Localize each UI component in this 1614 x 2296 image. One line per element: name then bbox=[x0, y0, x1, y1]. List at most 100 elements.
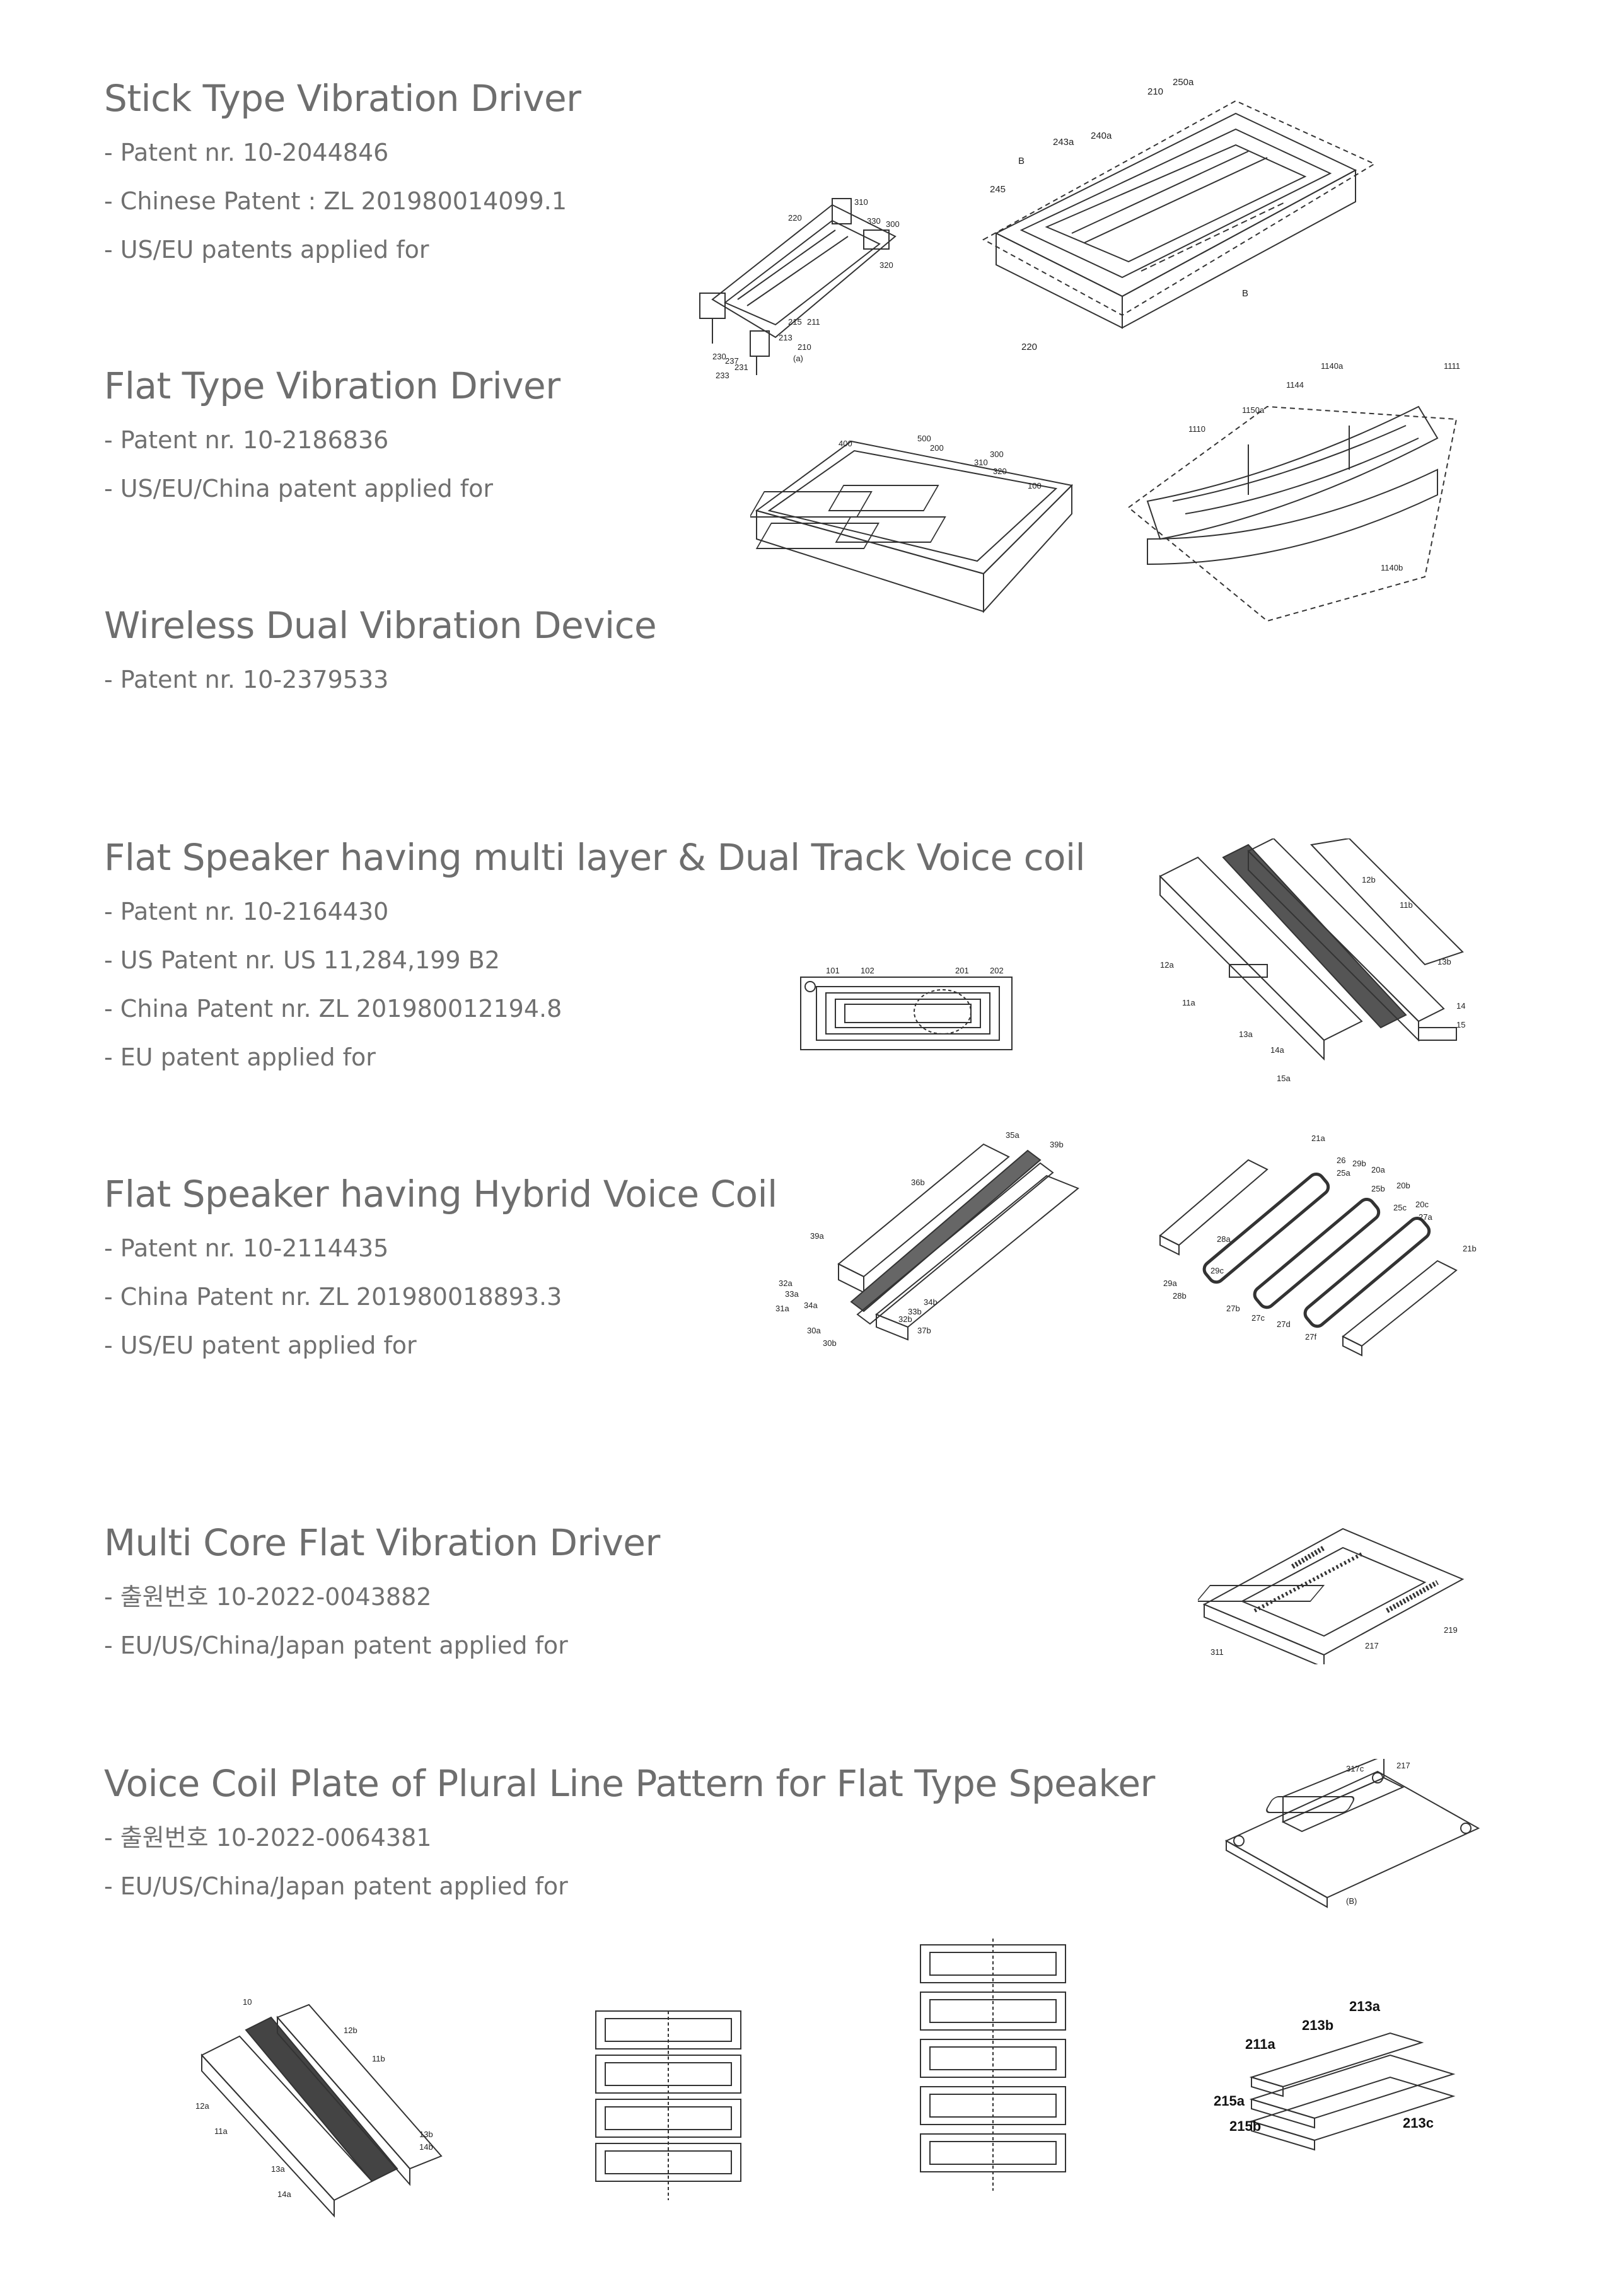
fig-label: 11a bbox=[1182, 998, 1195, 1007]
fig-label: 14a bbox=[1270, 1045, 1284, 1055]
patent-line: - US/EU patent applied for bbox=[104, 1331, 417, 1359]
patent-line: - US/EU patents applied for bbox=[104, 236, 429, 264]
flat-driver-box-figure: 400 500 200 300 310 320 100 bbox=[750, 429, 1078, 634]
fig-label: 31a bbox=[775, 1304, 789, 1313]
patent-line: - Patent nr. 10-2379533 bbox=[104, 666, 389, 693]
fig-label: 201 bbox=[955, 966, 969, 975]
fig-label: 317c bbox=[1346, 1764, 1364, 1773]
fig-label: 200 bbox=[930, 443, 944, 453]
bottom-coil-pattern-figure-2 bbox=[574, 1986, 763, 2206]
fig-label: 245 bbox=[990, 184, 1006, 195]
fig-label: 27f bbox=[1305, 1332, 1316, 1342]
fig-label: 25c bbox=[1393, 1203, 1407, 1212]
fig-label: 21b bbox=[1463, 1244, 1477, 1253]
fig-label: 12b bbox=[1362, 875, 1376, 884]
section-multilayer-speaker: Flat Speaker having multi layer & Dual T… bbox=[104, 836, 1086, 1082]
patent-line: - China Patent nr. ZL 201980012194.8 bbox=[104, 995, 562, 1023]
fig-label: 1111 bbox=[1444, 361, 1460, 371]
fig-label: 11b bbox=[1400, 900, 1413, 910]
fig-label: 202 bbox=[990, 966, 1004, 975]
section-title: Wireless Dual Vibration Device bbox=[104, 604, 657, 647]
section-stick-type: Stick Type Vibration Driver - Patent nr.… bbox=[104, 77, 581, 274]
fig-label: 13a bbox=[1239, 1029, 1253, 1039]
fig-label: 211a bbox=[1245, 2036, 1275, 2052]
section-title: Flat Speaker having Hybrid Voice Coil bbox=[104, 1173, 777, 1215]
fig-label: 32b bbox=[898, 1314, 912, 1324]
fig-label: 1144 bbox=[1286, 380, 1304, 390]
section-title: Multi Core Flat Vibration Driver bbox=[104, 1521, 660, 1564]
fig-label: 1150a bbox=[1242, 405, 1265, 415]
fig-label: 14b bbox=[419, 2142, 433, 2152]
patent-line: - US Patent nr. US 11,284,199 B2 bbox=[104, 946, 500, 974]
fig-label: 215a bbox=[1214, 2093, 1245, 2109]
fig-label: 39a bbox=[810, 1231, 824, 1241]
patent-line: - US/EU/China patent applied for bbox=[104, 475, 493, 502]
fig-label: 27a bbox=[1419, 1212, 1432, 1222]
fig-label: 1110 bbox=[1188, 424, 1205, 434]
patent-line: - Patent nr. 10-2164430 bbox=[104, 898, 389, 925]
fig-label: 11b bbox=[372, 2054, 385, 2063]
patent-line: - 출원번호 10-2022-0064381 bbox=[104, 1824, 432, 1852]
fig-label: 215 bbox=[788, 317, 802, 327]
fig-label: 34a bbox=[804, 1301, 818, 1310]
stick-driver-small-figure: 310 220 330 300 320 215 211 213 210 230 … bbox=[687, 186, 927, 400]
fig-label: 25b bbox=[1371, 1184, 1385, 1193]
fig-label: 32a bbox=[779, 1278, 792, 1288]
section-title: Flat Speaker having multi layer & Dual T… bbox=[104, 836, 1086, 879]
section-flat-type: Flat Type Vibration Driver - Patent nr. … bbox=[104, 364, 560, 513]
patent-line: - China Patent nr. ZL 201980018893.3 bbox=[104, 1283, 562, 1311]
fig-label: 39b bbox=[1050, 1140, 1064, 1149]
fig-label: 20a bbox=[1371, 1165, 1385, 1174]
fig-label: 237 bbox=[725, 356, 739, 366]
fig-label: 330 bbox=[867, 216, 881, 226]
fig-label: 233 bbox=[716, 371, 729, 380]
patent-line: - 출원번호 10-2022-0043882 bbox=[104, 1583, 432, 1611]
voice-coil-plate-figure: 317c 217 (B) bbox=[1220, 1759, 1485, 1910]
fig-label: 240a bbox=[1091, 130, 1112, 141]
section-voice-coil-plate: Voice Coil Plate of Plural Line Pattern … bbox=[104, 1762, 1155, 1911]
fig-label: 217 bbox=[1396, 1761, 1410, 1770]
fig-label: 213c bbox=[1403, 2115, 1434, 2131]
fig-label: 29b bbox=[1352, 1159, 1366, 1168]
patent-line: - EU/US/China/Japan patent applied for bbox=[104, 1872, 568, 1900]
section-wireless-dual: Wireless Dual Vibration Device - Patent … bbox=[104, 604, 657, 704]
fig-label: 14a bbox=[277, 2189, 291, 2199]
fig-label: 20b bbox=[1396, 1181, 1410, 1190]
fig-label: 29a bbox=[1163, 1278, 1177, 1288]
fig-label: 35a bbox=[1006, 1130, 1019, 1140]
fig-label: 101 bbox=[826, 966, 840, 975]
bottom-plate-stack-figure-4: 213a 211a 213b 215a 215b 213c bbox=[1214, 1995, 1485, 2203]
fig-label: 320 bbox=[993, 467, 1007, 476]
fig-label: 12b bbox=[344, 2026, 357, 2035]
fig-label: 320 bbox=[880, 260, 893, 270]
fig-label: 27c bbox=[1251, 1313, 1265, 1323]
fig-label: 15a bbox=[1277, 1074, 1291, 1083]
fig-label: 30b bbox=[823, 1338, 837, 1348]
fig-label: 230 bbox=[712, 352, 726, 361]
fig-label: B bbox=[1018, 156, 1025, 166]
fig-label: 217 bbox=[1365, 1641, 1379, 1650]
fig-label: 213a bbox=[1349, 1998, 1381, 2014]
section-title: Voice Coil Plate of Plural Line Pattern … bbox=[104, 1762, 1155, 1805]
fig-label: 310 bbox=[854, 197, 868, 207]
section-hybrid-voice-coil: Flat Speaker having Hybrid Voice Coil - … bbox=[104, 1173, 777, 1370]
fig-label: 11a bbox=[214, 2126, 228, 2136]
fig-label: B bbox=[1242, 288, 1248, 299]
multicore-driver-figure: 311 217 219 bbox=[1198, 1510, 1482, 1664]
fig-label: 210 bbox=[1147, 86, 1163, 97]
coil-plan-figure: 101 102 201 202 bbox=[798, 965, 1015, 1053]
fig-label: 243a bbox=[1053, 137, 1074, 148]
flat-driver-arc-figure: 1111 1140a 1144 1150a 1110 1140b bbox=[1122, 350, 1475, 627]
fig-label: 20c bbox=[1415, 1200, 1429, 1209]
fig-label: 25a bbox=[1337, 1168, 1350, 1178]
fig-label: 310 bbox=[974, 458, 988, 467]
fig-label: 14 bbox=[1456, 1001, 1465, 1011]
fig-label: 28a bbox=[1217, 1234, 1231, 1244]
section-title: Stick Type Vibration Driver bbox=[104, 77, 581, 120]
fig-label: 15 bbox=[1456, 1020, 1465, 1029]
fig-label: 213 bbox=[779, 333, 792, 342]
fig-label: 102 bbox=[861, 966, 874, 975]
fig-label: 219 bbox=[1444, 1625, 1458, 1635]
fig-label: 100 bbox=[1028, 481, 1042, 490]
fig-label: 26 bbox=[1337, 1156, 1345, 1165]
